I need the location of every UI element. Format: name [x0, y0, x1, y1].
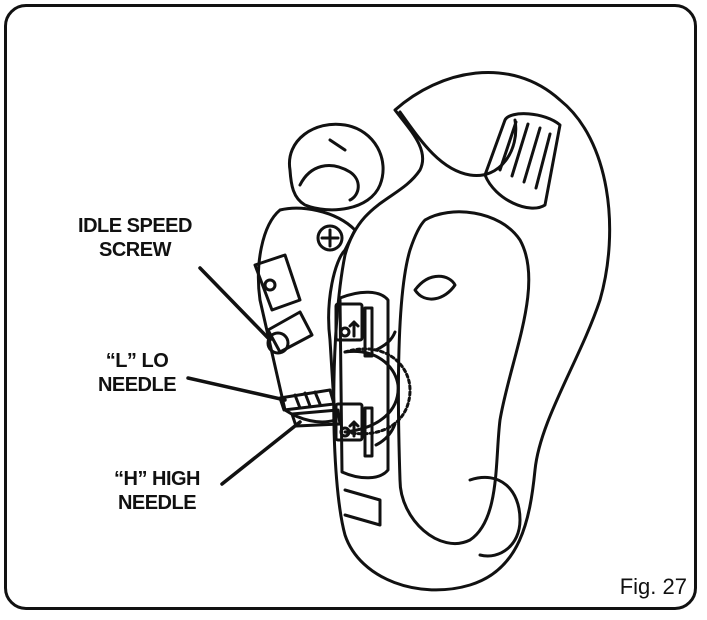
- ribbed-grip: [483, 112, 562, 210]
- label-plate: [338, 290, 390, 480]
- idle-screw-leader: [198, 266, 272, 342]
- idle-speed-screw-label-line2: SCREW: [99, 239, 171, 261]
- lo-needle-label-line2: NEEDLE: [97, 374, 177, 396]
- housing-neck: [398, 110, 518, 177]
- high-adjust-icon: [334, 402, 364, 442]
- fin: [413, 274, 457, 301]
- lo-needle-label: “L” LO NEEDLE: [72, 349, 202, 397]
- high-needle-leader: [220, 420, 302, 486]
- high-needle-label-line2: NEEDLE: [117, 492, 197, 514]
- idle-speed-screw-label: IDLE SPEED SCREW: [40, 214, 230, 262]
- housing-foot: [468, 475, 522, 558]
- figure-label: Fig. 27: [619, 574, 687, 599]
- high-needle-label-line1: “H” HIGH: [114, 468, 201, 490]
- bracket: [253, 253, 302, 312]
- mounting-screw: [316, 224, 344, 252]
- lo-needle-label-line1: “L” LO: [105, 350, 169, 372]
- housing-inner-loop: [396, 210, 531, 546]
- primer-bulb: [288, 122, 385, 212]
- lo-adjust-icon: [334, 302, 364, 342]
- figure-frame: [4, 4, 697, 610]
- carburetor-body: [256, 206, 357, 424]
- high-needle-label: “H” HIGH NEEDLE: [92, 467, 222, 515]
- lo-needle-leader: [186, 376, 287, 402]
- housing-outline: [332, 71, 612, 592]
- idle-speed-screw-label-line1: IDLE SPEED: [78, 215, 192, 237]
- idle-screw: [266, 310, 314, 354]
- lo-needle-shaft: [278, 388, 336, 412]
